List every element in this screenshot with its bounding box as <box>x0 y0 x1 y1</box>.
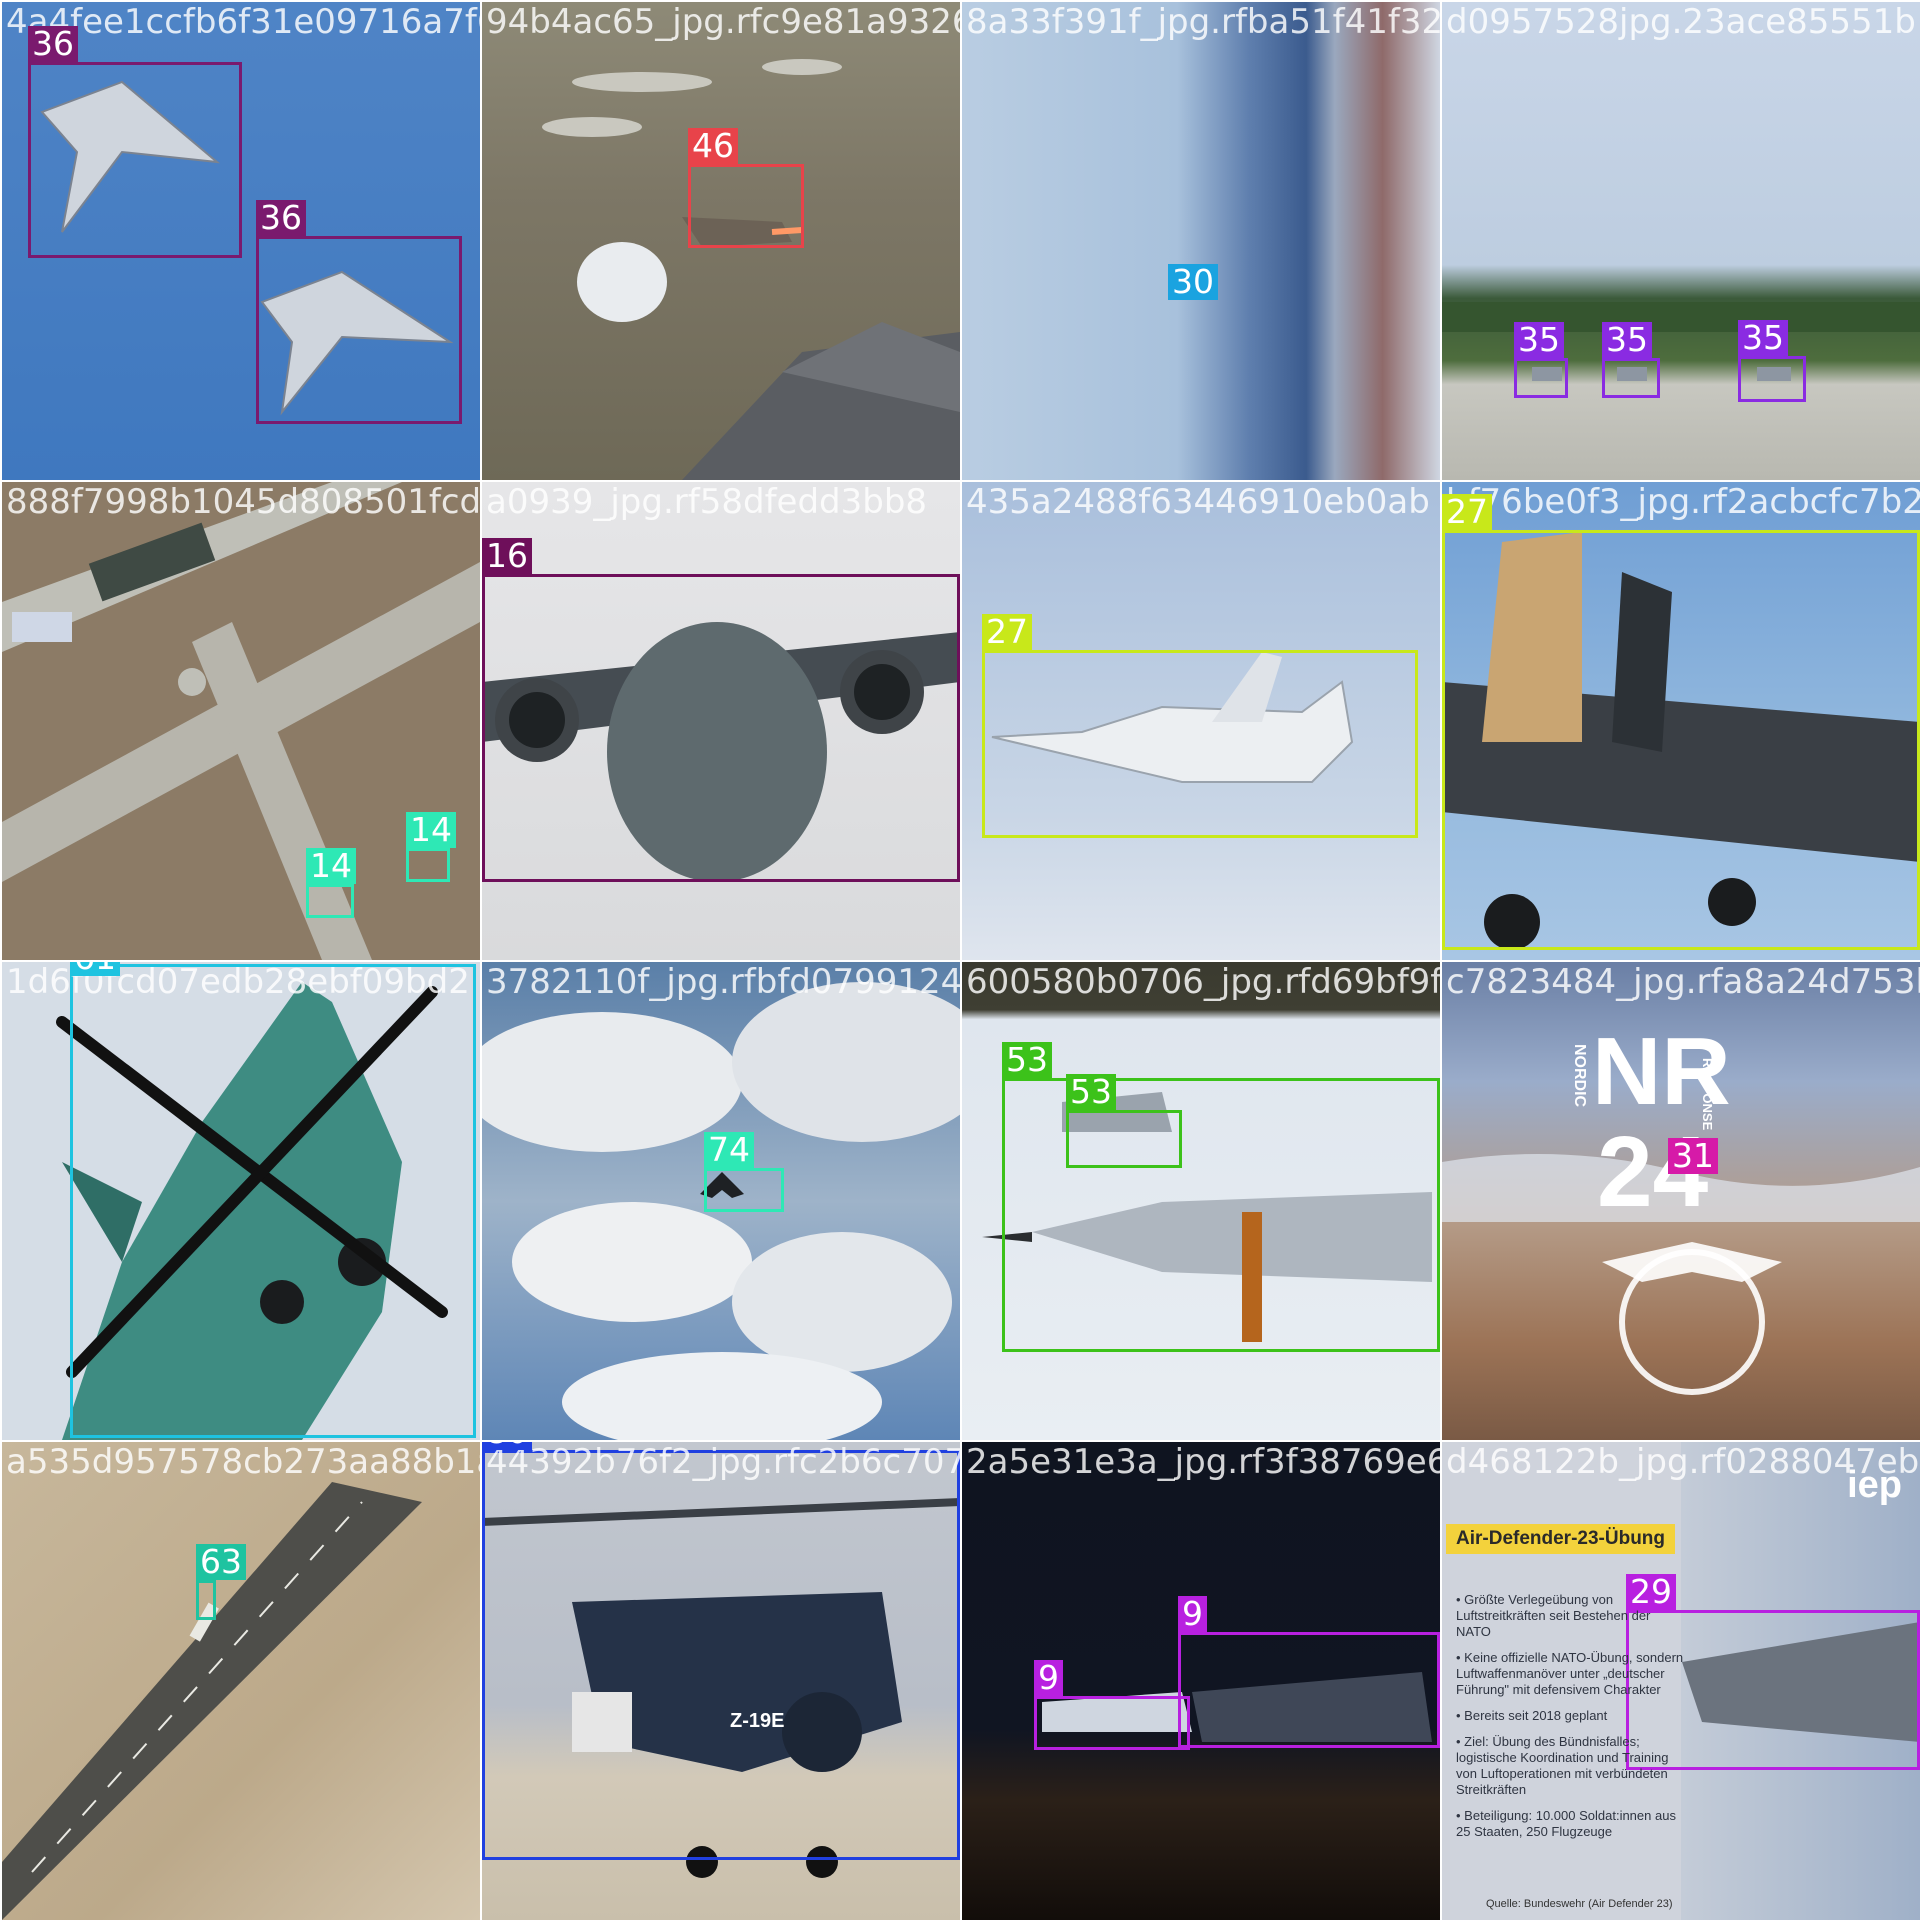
detection-label: 29 <box>1626 1574 1676 1610</box>
detection-box <box>1442 530 1920 950</box>
tile-16: iep Air-Defender-23-Übung Größte Verlege… <box>1442 1442 1920 1920</box>
detection-box <box>1602 358 1660 398</box>
detection-box <box>28 62 242 258</box>
detection-box <box>482 574 960 882</box>
helicopter-steppe-image <box>482 2 960 480</box>
news-title: Air-Defender-23-Übung <box>1446 1524 1676 1554</box>
news-graphic-image <box>1442 1442 1920 1920</box>
runway-jets-image <box>1442 2 1920 480</box>
tile-8: bf76be0f3_jpg.rf2acbcfc7b2 27 <box>1442 482 1920 960</box>
news-bullet: Bereits seit 2018 geplant <box>1456 1708 1686 1724</box>
nordic-response-image <box>1442 962 1920 1440</box>
detection-box <box>70 964 476 1438</box>
tile-2: 94b4ac65_jpg.rfc9e81a9326fe 46 <box>482 2 960 480</box>
detection-box <box>256 236 462 424</box>
detection-label: 36 <box>28 26 78 62</box>
satellite-airbase-image <box>2 482 480 960</box>
desert-runway-image <box>2 1442 480 1920</box>
detection-box <box>306 884 354 918</box>
detection-label: 27 <box>1442 494 1492 530</box>
detection-box <box>1002 1078 1440 1352</box>
detection-label: 80 <box>482 1442 532 1450</box>
tile-3: 8a33f391f_jpg.rfba51f41f32c 30 <box>962 2 1440 480</box>
tile-13: a535d957578cb273aa88b1a 63 <box>2 1442 480 1920</box>
detection-label: 30 <box>1168 264 1218 300</box>
news-bullet-list: Größte Verlegeübung von Luftstreitkräfte… <box>1456 1592 1686 1850</box>
news-source: Quelle: Bundeswehr (Air Defender 23) <box>1486 1898 1673 1910</box>
detection-label: 74 <box>704 1132 754 1168</box>
response-word: RESPONSE <box>1700 1058 1715 1131</box>
tile-1: 4a4fee1ccfb6f31e09716a7f6f82ac465de7f 36… <box>2 2 480 480</box>
tile-5: 888f7998b1045d808501fcd0 14 14 <box>2 482 480 960</box>
detection-label: 14 <box>306 848 356 884</box>
night-bombers-image <box>962 1442 1440 1920</box>
iep-logo: iep <box>1847 1464 1902 1506</box>
news-bullet: Ziel: Übung des Bündnisfalles; logistisc… <box>1456 1734 1686 1798</box>
camo-fighter-image <box>1442 482 1920 960</box>
tile-12: NORDIC NR RESPONSE 24 c7823484_jpg.rfa8a… <box>1442 962 1920 1440</box>
detection-label: 63 <box>196 1544 246 1580</box>
green-jet-image <box>2 962 480 1440</box>
tile-6: a0939_jpg.rf58dfedd3bb8 16 <box>482 482 960 960</box>
news-bullet: Größte Verlegeübung von Luftstreitkräfte… <box>1456 1592 1686 1640</box>
helicopter-tail-code: Z-19E <box>730 1710 785 1732</box>
detection-box <box>1178 1632 1440 1748</box>
nordic-word: NORDIC <box>1571 1044 1588 1108</box>
tile-15: 2a5e31e3a_jpg.rf3f38769e6f90 9 9 <box>962 1442 1440 1920</box>
transport-aircraft-image <box>482 482 960 960</box>
news-bullet: Keine offizielle NATO-Übung, sondern Luf… <box>1456 1650 1686 1698</box>
tile-9: 1d6f0fcd07edb28ebf09bd2 61 <box>2 962 480 1440</box>
detection-label: 35 <box>1602 322 1652 358</box>
detection-label: 16 <box>482 538 532 574</box>
detection-box <box>704 1168 784 1212</box>
nr24-logo: NORDIC NR RESPONSE 24 <box>1442 962 1920 1440</box>
detection-box <box>406 848 450 882</box>
detection-box <box>482 1450 960 1860</box>
detection-box <box>688 164 804 248</box>
news-bullet: Beteiligung: 10.000 Soldat:innen aus 25 … <box>1456 1808 1686 1840</box>
detection-box <box>196 1580 216 1620</box>
detection-box <box>982 650 1418 838</box>
detection-label: 53 <box>1066 1074 1116 1110</box>
detection-label: 27 <box>982 614 1032 650</box>
detection-label: 9 <box>1178 1596 1207 1632</box>
tile-7: 435a2488f63446910eb0ab 27 <box>962 482 1440 960</box>
detection-box <box>1034 1696 1190 1750</box>
detection-label: 53 <box>1002 1042 1052 1078</box>
detection-label: 35 <box>1514 322 1564 358</box>
tile-14: 44392b76f2_jpg.rfc2b6c70754e5 Z-19E 80 <box>482 1442 960 1920</box>
detection-label: 9 <box>1034 1660 1063 1696</box>
detection-box <box>1514 358 1568 398</box>
white-fighter-image <box>962 482 1440 960</box>
detection-label: 36 <box>256 200 306 236</box>
tile-10: 3782110f_jpg.rfbfd07991248 74 <box>482 962 960 1440</box>
nr-text: NR <box>1592 1018 1731 1125</box>
detection-box <box>1738 356 1806 402</box>
tile-11: 600580b0706_jpg.rfd69bf9fb701 53 53 <box>962 962 1440 1440</box>
attack-helicopter-image <box>482 1442 960 1920</box>
detection-label: 14 <box>406 812 456 848</box>
detection-box <box>1066 1110 1182 1168</box>
detection-label: 31 <box>1668 1138 1718 1174</box>
detection-label: 35 <box>1738 320 1788 356</box>
jets-in-sky-image <box>2 2 480 480</box>
cloudy-sky-drone-image <box>482 962 960 1440</box>
coastline-image <box>962 2 1440 480</box>
tile-4: d0957528jpg.23ace85551b 35 35 35 <box>1442 2 1920 480</box>
detection-label: 61 <box>70 962 120 976</box>
detection-label: 46 <box>688 128 738 164</box>
